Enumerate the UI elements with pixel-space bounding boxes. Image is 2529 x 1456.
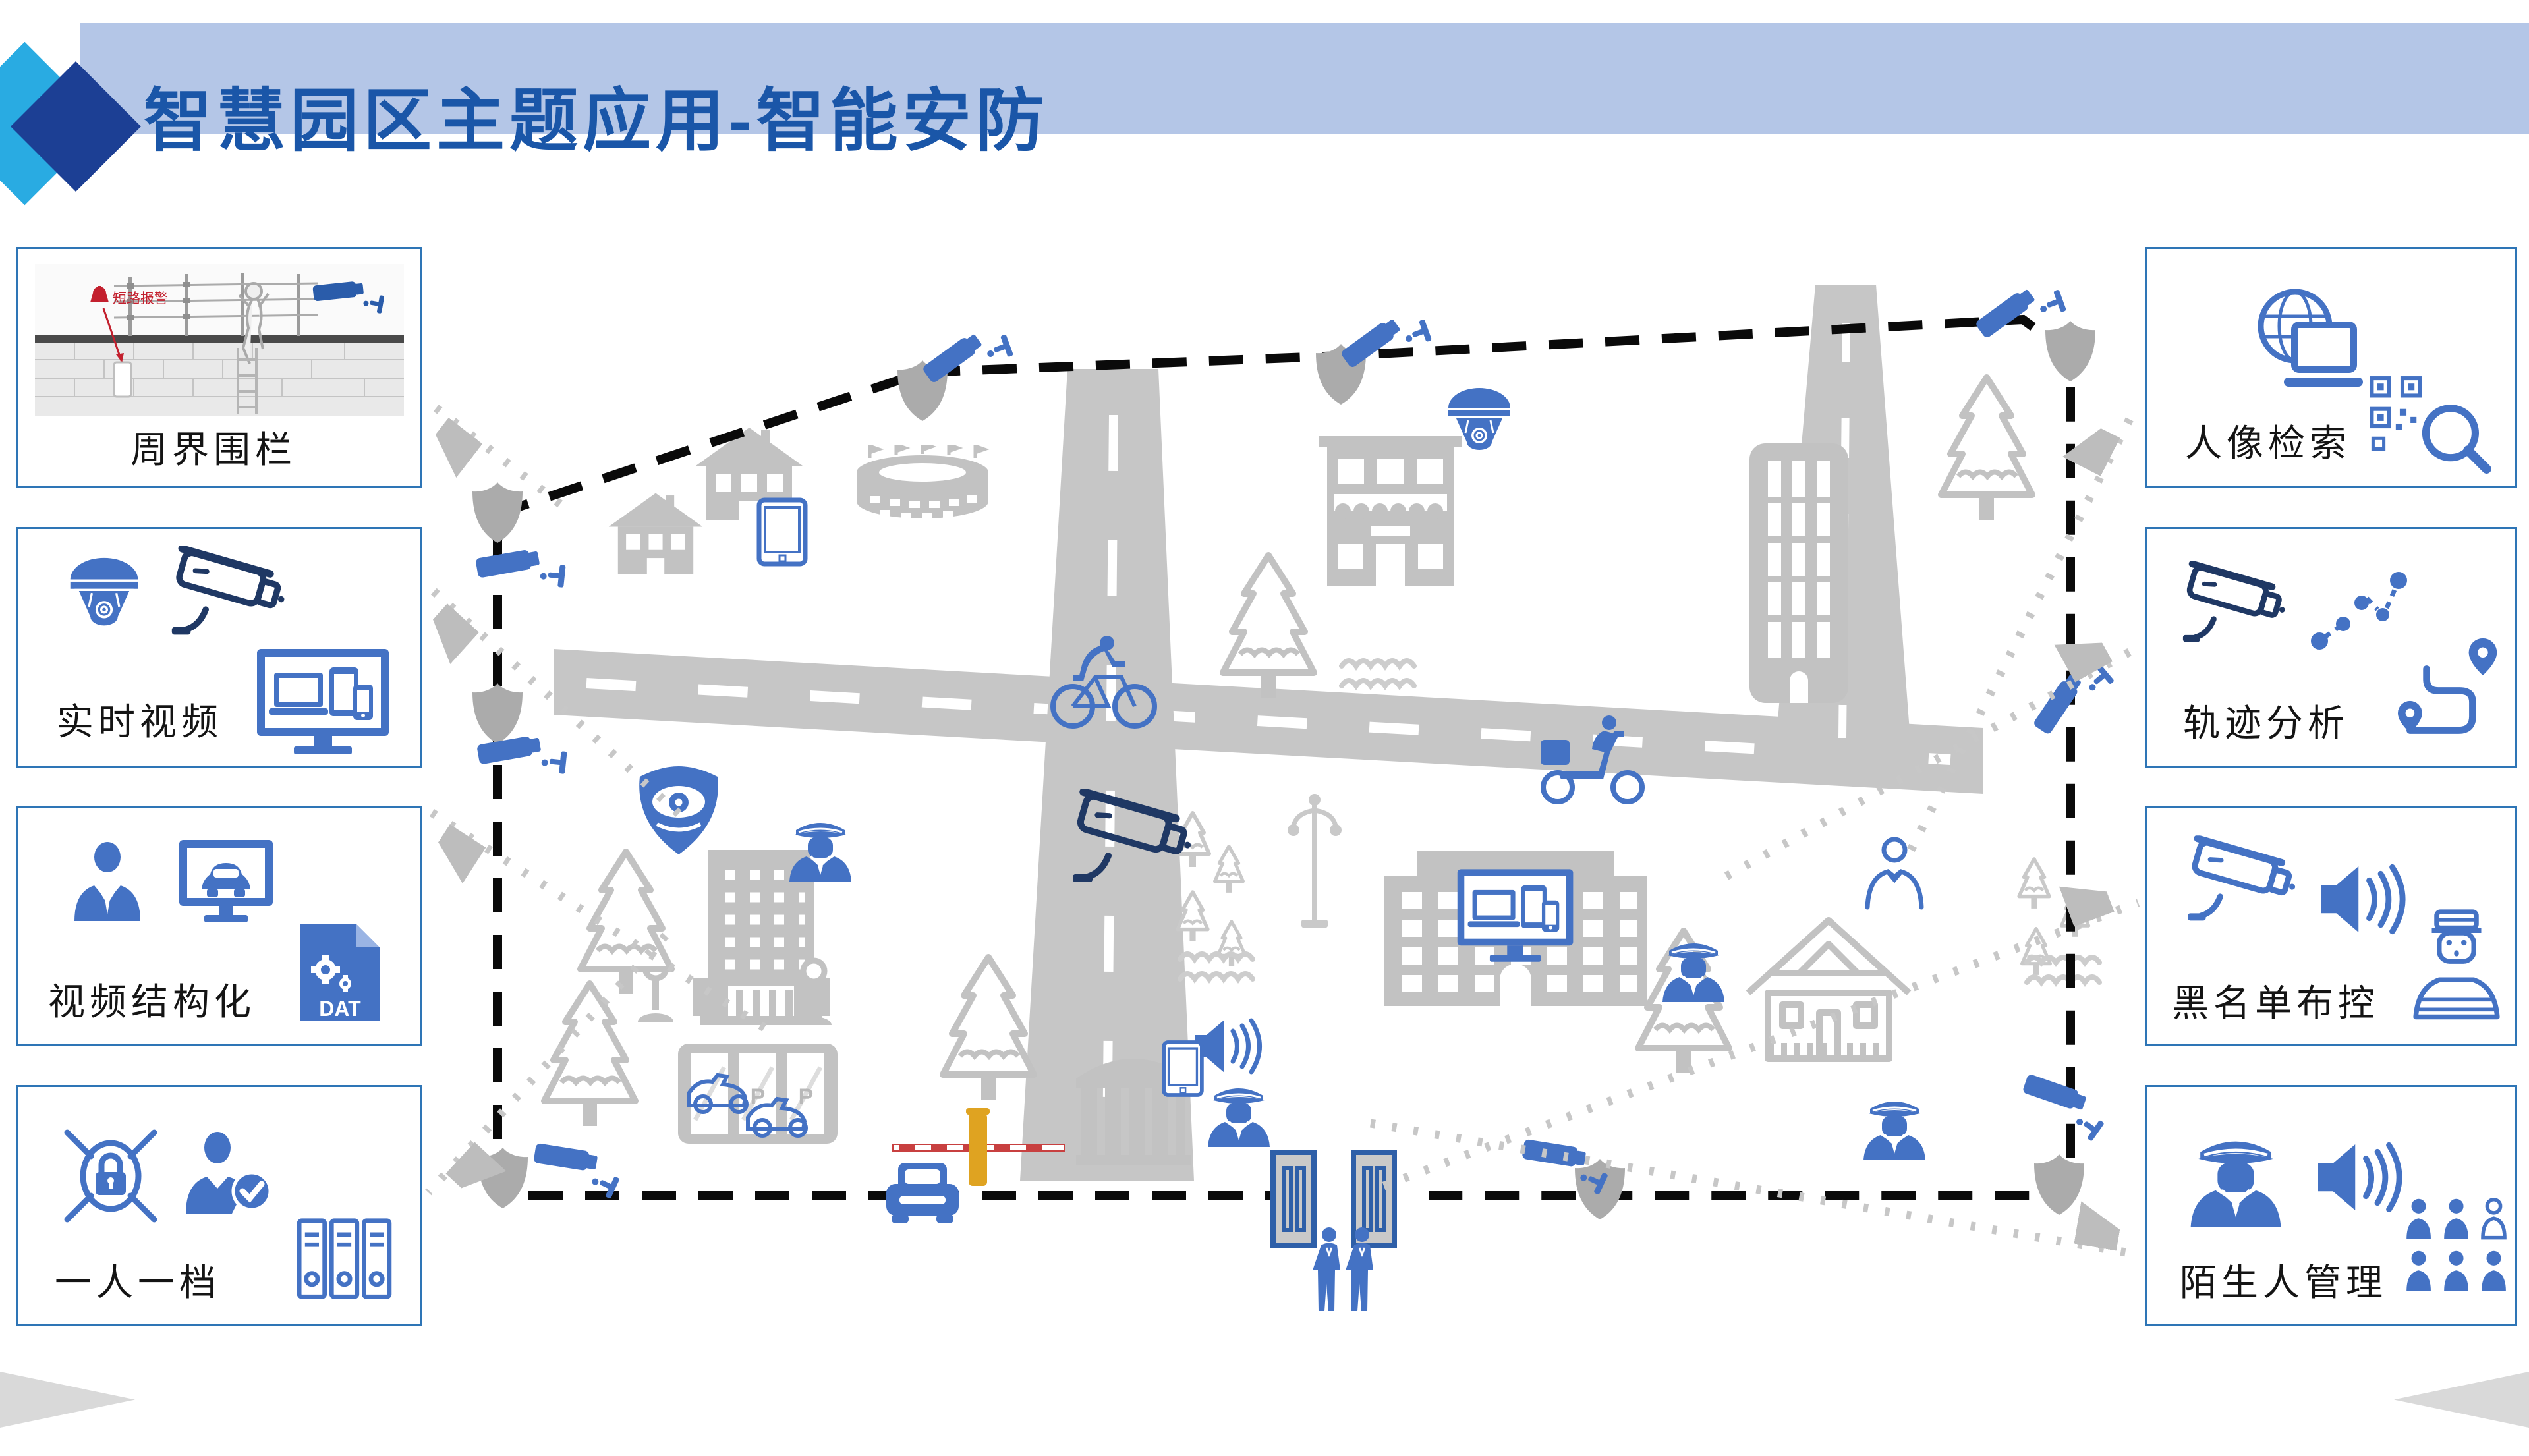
monitor-devices-icon: [257, 649, 389, 754]
panel-label: 黑名单布控: [2172, 982, 2379, 1024]
shield-icon: [2034, 1154, 2084, 1215]
police-officer-icon: [2183, 1123, 2288, 1229]
pine-tree-icon: [1223, 555, 1314, 698]
panel-label: 人像检索: [2185, 422, 2351, 464]
street-lamp-icon: [1288, 794, 1342, 928]
bullet-camera-icon: [2178, 561, 2304, 658]
panel-video-structuring: 视频结构化: [16, 806, 422, 1046]
panel-label: 陌生人管理: [2180, 1262, 2387, 1303]
person-icon: [68, 841, 147, 923]
cctv-camera-icon: [2021, 652, 2115, 739]
panel-label: 一人一档: [55, 1262, 221, 1303]
panel-label: 视频结构化: [48, 981, 256, 1022]
dat-file-icon: [300, 924, 380, 1021]
person-check-icon: [183, 1128, 279, 1217]
unlock-crossed-icon: [58, 1123, 163, 1229]
tower-building-icon: [1749, 443, 1848, 703]
shield-icon: [472, 482, 523, 543]
small-pine-icon: [2022, 929, 2051, 975]
eye-guard-camera-icon: [639, 766, 718, 854]
barrier-gate-icon: [892, 1108, 1065, 1186]
cctv-camera-icon: [528, 1127, 626, 1199]
panel-realtime-video: 实时视频: [16, 527, 422, 768]
next-slide-arrow[interactable]: [2394, 1372, 2529, 1428]
pine-tree-icon: [544, 984, 635, 1126]
stadium-icon: [857, 443, 988, 520]
cctv-camera-icon: [2017, 1059, 2113, 1142]
panel-trajectory-analysis: 轨迹分析: [2145, 527, 2517, 768]
cctv-camera-icon: [915, 320, 1014, 387]
loudspeaker-icon: [2312, 1132, 2410, 1223]
shield-icon: [472, 683, 523, 744]
crowd-icon: [2401, 1192, 2513, 1299]
cctv-camera-icon: [1334, 305, 1433, 372]
pedestrians-icon: [1311, 1226, 1375, 1312]
title-banner: [80, 23, 2529, 134]
pine-tree-icon: [943, 957, 1034, 1100]
small-pine-icon: [2019, 859, 2049, 909]
turnstile-gate-icon: [1273, 1152, 1314, 1246]
panel-label: 实时视频: [57, 701, 223, 742]
fence-intrusion-photo: 短路报警: [35, 264, 404, 416]
parking-lot-icon: [678, 1044, 838, 1144]
police-officer-icon: [1207, 1087, 1271, 1148]
dome-camera-icon: [69, 557, 139, 627]
prev-slide-arrow[interactable]: [0, 1372, 135, 1428]
car-icon: [886, 1163, 959, 1223]
cctv-camera-icon: [473, 542, 567, 588]
attic-house-icon: [1748, 920, 1909, 1059]
archive-binders-icon: [295, 1216, 394, 1301]
campus-map: [461, 275, 2128, 1312]
tablet-icon: [759, 500, 805, 564]
page-title: 智慧园区主题应用-智能安防: [144, 83, 1049, 159]
tablet-icon: [1164, 1042, 1202, 1095]
qr-search-icon: [2364, 374, 2493, 474]
house-icon: [608, 493, 703, 574]
shield-icon: [2045, 321, 2095, 381]
panel-one-person-one-file: 一人一档: [16, 1085, 422, 1326]
bullet-camera-icon: [167, 546, 305, 652]
police-officer-icon: [1862, 1100, 1927, 1162]
panel-blacklist-control: 黑名单布控: [2145, 806, 2517, 1046]
stranger-outline-icon: [1867, 839, 1921, 907]
pine-tree-icon: [1941, 378, 2032, 520]
small-pine-icon: [1215, 847, 1243, 893]
vehicle-monitor-icon: [179, 840, 273, 922]
cctv-camera-icon: [2183, 835, 2315, 938]
globe-laptop-icon: [2246, 285, 2377, 407]
route-pins-icon: [2397, 634, 2503, 743]
panel-stranger-management: 陌生人管理: [2145, 1085, 2517, 1326]
roads: [554, 285, 1983, 1181]
water-waves-icon: [1342, 661, 1414, 686]
prisoner-icon: [2407, 905, 2506, 1021]
panel-perimeter-fence: 短路报警 周界围栏: [16, 247, 422, 488]
loudspeaker-icon: [2315, 854, 2414, 945]
shop-icon: [1319, 436, 1462, 586]
shield-icon: [478, 1148, 528, 1208]
loudspeaker-icon: [1195, 1020, 1260, 1073]
panel-label: 轨迹分析: [2183, 702, 2349, 744]
panel-label: 周界围栏: [130, 429, 297, 470]
fence-alarm-label: 短路报警: [113, 291, 168, 306]
panel-portrait-retrieval: 人像检索: [2145, 247, 2517, 488]
water-waves-icon: [1180, 954, 1253, 979]
map-actors: [639, 387, 1927, 1312]
